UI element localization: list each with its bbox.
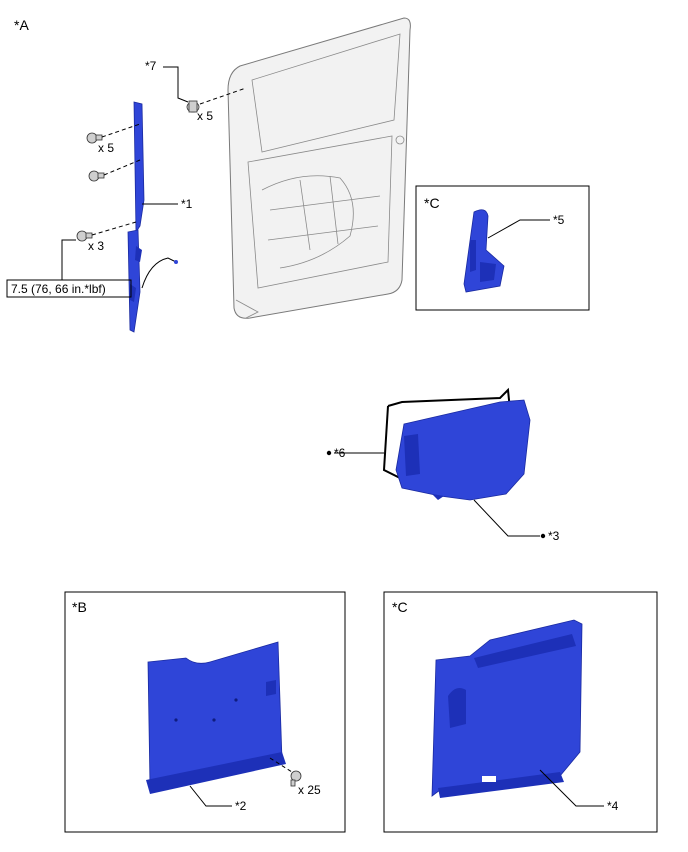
view-b-frame [64,591,346,833]
view-label-a: *A [14,17,29,33]
back-door-panel [227,17,411,319]
leader-5 [487,219,550,239]
clip-lower [290,770,302,787]
clip-upper-guide [199,87,247,105]
callout-1: *1 [181,197,193,211]
harness-wire [141,257,177,289]
qty-bolt-upper: x 5 [98,141,114,155]
bolt-upper-2 [88,170,105,182]
part-1-pillar-trim [127,101,145,333]
callout-7: *7 [145,59,157,73]
part-4-quarter-trim-panel [431,619,583,798]
clip-lower-guide [269,757,293,773]
qty-bolt-lower: x 3 [88,239,104,253]
view-label-b: *B [72,599,87,615]
non-reusable-dot-6 [326,450,332,456]
bolt-lower [76,230,93,242]
view-c-bottom-frame [383,591,658,833]
callout-5: *5 [553,213,565,227]
leader-2 [189,785,232,807]
clip-upper [186,100,200,113]
leader-3 [473,499,540,537]
callout-6: *6 [334,446,346,460]
qty-clip-lower: x 25 [298,783,321,797]
view-label-c-bottom: *C [392,599,408,615]
part-5-garnish [463,209,505,293]
bolt-upper-1 [86,132,103,144]
part-2-door-trim-board [146,641,286,794]
leader-4 [539,769,604,807]
view-label-c-top: *C [424,195,440,211]
callout-2: *2 [235,799,247,813]
non-reusable-dot-3 [540,533,546,539]
leader-7 [163,66,189,103]
leader-torque [61,239,76,280]
part-6-seal-side [382,405,401,479]
torque-spec: 7.5 (76, 66 in.*lbf) [11,282,106,296]
bolt-guide-3 [91,221,137,236]
part-3-quarter-trim [395,399,531,504]
qty-clip-upper: x 5 [197,109,213,123]
view-c-top-frame [415,185,590,311]
callout-4: *4 [607,799,619,813]
torque-spec-box [6,279,132,298]
callout-3: *3 [548,529,560,543]
harness-connector [174,260,178,264]
